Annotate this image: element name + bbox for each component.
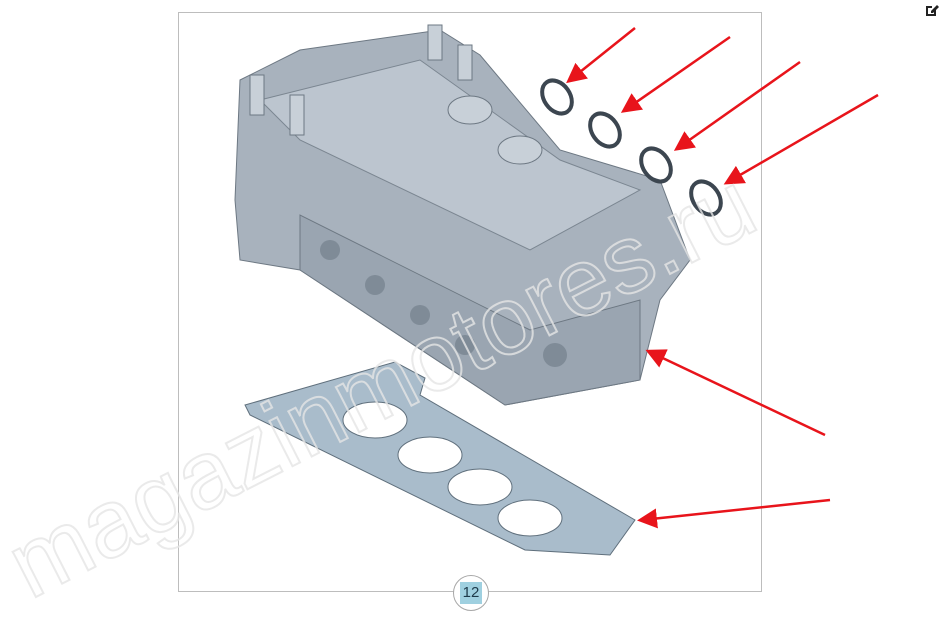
seal-ring-3[interactable]	[635, 143, 677, 187]
edit-icon[interactable]	[924, 2, 940, 18]
cylinder-head[interactable]	[234, 24, 691, 406]
arrow-ring-3	[673, 60, 801, 151]
item-number-badge[interactable]: 12	[453, 575, 489, 611]
arrow-head	[645, 349, 826, 437]
seal-ring-1[interactable]	[536, 75, 578, 119]
seal-ring-2[interactable]	[584, 108, 626, 152]
arrow-ring-2	[620, 35, 731, 113]
seal-ring-4[interactable]	[685, 176, 727, 220]
arrow-ring-4	[723, 93, 879, 185]
arrow-ring-1	[566, 27, 636, 84]
arrow-gasket	[637, 498, 831, 529]
head-gasket[interactable]	[244, 361, 636, 556]
item-number: 12	[459, 582, 483, 604]
